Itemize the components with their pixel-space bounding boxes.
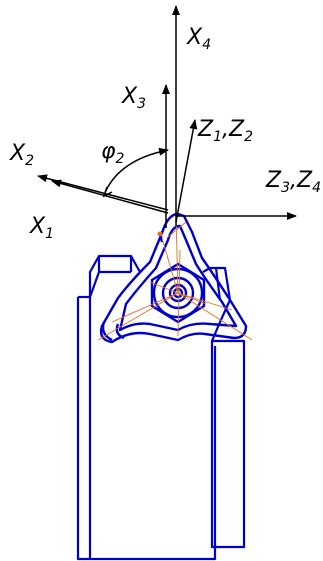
- axis-x2: [37, 174, 169, 211]
- axis-x1: [51, 179, 169, 214]
- label-phi2: φ2: [101, 139, 125, 167]
- label-z1z2: Z1,Z2: [197, 117, 253, 145]
- label-x1: X1: [29, 214, 54, 242]
- axis-z1z2: [175, 119, 198, 223]
- construction-lines: [97, 215, 253, 341]
- axis-labels: X4 X3 Z1,Z2 Z3,Z4 X2 X1 φ2: [9, 25, 321, 242]
- label-x2: X2: [9, 141, 34, 169]
- label-x4: X4: [186, 25, 211, 53]
- label-x3: X3: [121, 84, 146, 112]
- coordinate-axes: [37, 5, 297, 228]
- tool-holder: [76, 254, 246, 561]
- holder-back-slab: [210, 339, 246, 549]
- holder-front-body: [76, 297, 217, 561]
- label-z3z4: Z3,Z4: [265, 168, 321, 196]
